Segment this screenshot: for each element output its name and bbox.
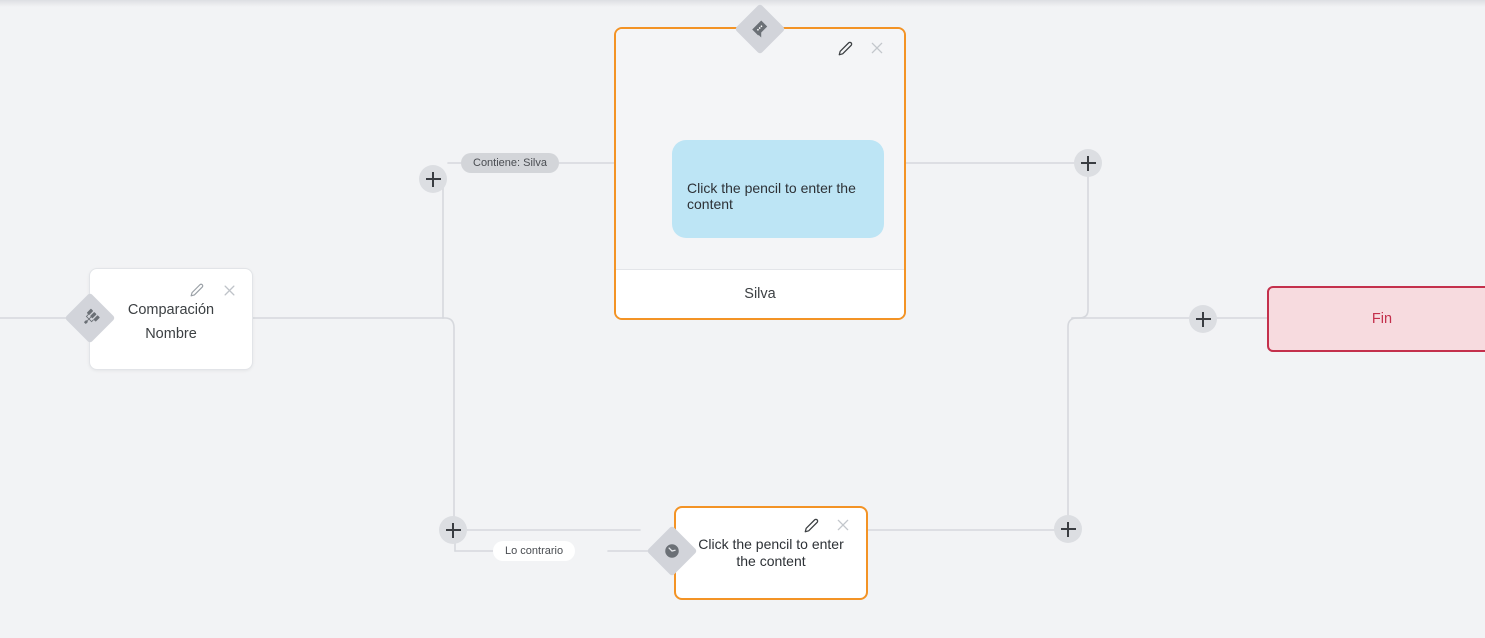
branch-icon [65,293,116,344]
node-comparison[interactable]: Comparación Nombre [89,268,253,370]
add-node-after-wait[interactable] [1054,515,1082,543]
pencil-icon[interactable] [188,281,206,299]
message-footer-label: Silva [616,269,904,318]
edge-label-branch-true[interactable]: Contiene: Silva [461,153,559,173]
message-bubble: Click the pencil to enter the content [672,140,884,238]
add-node-branch-true[interactable] [419,165,447,193]
node-end[interactable]: Fin [1267,286,1485,352]
close-icon[interactable] [220,281,238,299]
wait-text: Click the pencil to enter the content [698,536,844,569]
edge-label-branch-false[interactable]: Lo contrario [493,541,576,561]
pencil-icon[interactable] [836,39,854,57]
message-tools [836,39,886,57]
close-icon[interactable] [868,39,886,57]
add-node-before-end[interactable] [1189,305,1217,333]
comparison-tools [188,281,238,299]
top-scroll-strip [0,0,1485,7]
comparison-subtitle: Nombre [145,326,197,342]
close-icon[interactable] [834,516,852,534]
node-message[interactable]: Click the pencil to enter the content Si… [614,27,906,320]
message-bubble-text: Click the pencil to enter the content [687,180,856,213]
message-body: Click the pencil to enter the content [616,29,904,271]
add-node-branch-false[interactable] [439,516,467,544]
end-label: Fin [1371,311,1393,327]
wait-tools [802,516,852,534]
comparison-title: Comparación [127,302,215,318]
chat-bubble-icon [735,4,786,55]
node-wait[interactable]: Click the pencil to enter the content [674,506,868,600]
pencil-icon[interactable] [802,516,820,534]
clock-icon [647,526,698,577]
add-node-after-message[interactable] [1074,149,1102,177]
